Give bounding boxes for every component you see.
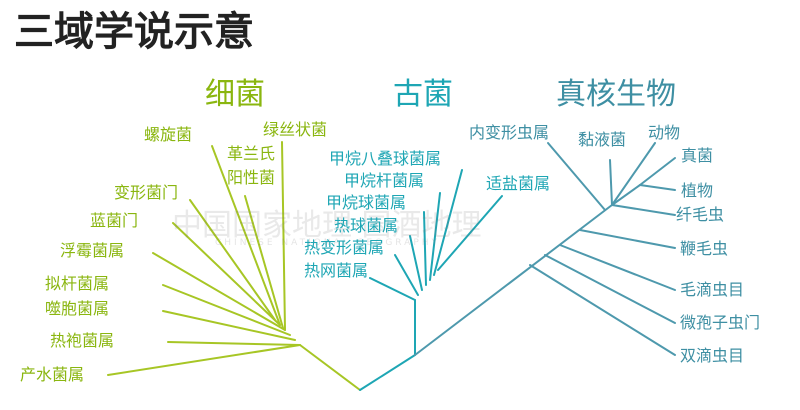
branch-bianxing — [189, 199, 276, 321]
watermark-text: 中国国家地理·国酒地理 — [172, 208, 482, 243]
leaf-label: 革兰氏 — [227, 144, 276, 163]
leaf-label: 螺旋菌 — [144, 125, 193, 144]
leaf-label: 毛滴虫目 — [680, 280, 745, 299]
leaf-label: 动物 — [648, 123, 681, 142]
leaf-label: 热球菌属 — [334, 216, 399, 235]
branch-shiyan — [437, 195, 503, 271]
branch-chanshui — [107, 344, 301, 376]
bacteria-root-branch — [299, 344, 361, 391]
leaf-label: 噬胞菌属 — [45, 299, 110, 318]
eukarya-branches — [414, 142, 676, 356]
branch-maodi — [559, 244, 676, 291]
branch-nigan — [162, 284, 291, 336]
domain-heading-bacteria: 细菌 — [205, 77, 265, 112]
leaf-label: 热袍菌属 — [50, 331, 115, 350]
upper-euk-stem — [611, 184, 641, 206]
branch-dongwu — [611, 142, 656, 206]
branch-lanjun — [172, 222, 281, 326]
leaf-label: 真菌 — [681, 146, 714, 165]
branch-reqiu — [409, 235, 423, 291]
branch-luoxuan — [211, 145, 281, 326]
branch-zhiwu — [639, 184, 676, 191]
leaf-label: 变形菌门 — [114, 183, 179, 202]
page-title: 三域学说示意 — [14, 9, 254, 55]
branch-rebianxing — [394, 254, 419, 296]
leaf-label: 双滴虫目 — [680, 346, 745, 365]
archaea-branches — [359, 169, 503, 391]
branch-jiawangan — [429, 192, 441, 281]
leaf-label: 黏液菌 — [578, 130, 627, 149]
branch-jiawanbadie — [433, 169, 463, 276]
leaf-label: 甲烷八叠球菌属 — [329, 149, 442, 168]
branch-gelan — [244, 195, 284, 329]
leaf-label: 热网菌属 — [304, 261, 369, 280]
leaf-label: 微孢子虫门 — [680, 313, 761, 332]
leaf-label: 植物 — [681, 181, 714, 200]
branch-jiawanqiu — [423, 211, 427, 286]
branch-xianmao — [611, 204, 676, 216]
leaf-label: 纤毛虫 — [676, 205, 725, 224]
branch-rewang — [369, 277, 416, 301]
leaf-label: 浮霉菌属 — [60, 241, 125, 260]
leaf-label: 内变形虫属 — [469, 123, 550, 142]
watermark-subtext: CHINESE NATIONAL GEOGRAPHY — [215, 238, 441, 248]
branch-fumei — [152, 252, 286, 331]
leaf-label: 阳性菌 — [227, 168, 276, 187]
branch-bianmao — [579, 229, 676, 249]
leaf-label: 热变形菌属 — [304, 238, 385, 257]
leaf-label: 产水菌属 — [20, 365, 85, 384]
domain-heading-archaea: 古菌 — [393, 77, 453, 112]
branch-shuangdi — [529, 264, 676, 356]
domain-heading-eukarya: 真核生物 — [556, 77, 676, 112]
leaf-label: 绿丝状菌 — [263, 120, 328, 139]
branch-reparo — [167, 341, 301, 346]
bacteria-branches — [107, 141, 361, 391]
branch-zhenjun — [639, 157, 676, 186]
leaf-label: 甲烷杆菌属 — [344, 171, 425, 190]
branch-lvsi — [281, 141, 286, 331]
branch-weibao — [544, 254, 676, 324]
branch-shibao — [162, 310, 296, 341]
branch-nianye — [609, 159, 613, 206]
leaf-label: 蓝菌门 — [90, 211, 139, 230]
central-trunk — [359, 354, 416, 391]
leaf-label: 拟杆菌属 — [45, 274, 110, 293]
leaf-label: 鞭毛虫 — [680, 239, 729, 258]
branch-neibianxing — [547, 142, 606, 211]
leaf-label: 适盐菌属 — [486, 174, 551, 193]
leaf-label: 甲烷球菌属 — [326, 193, 407, 212]
